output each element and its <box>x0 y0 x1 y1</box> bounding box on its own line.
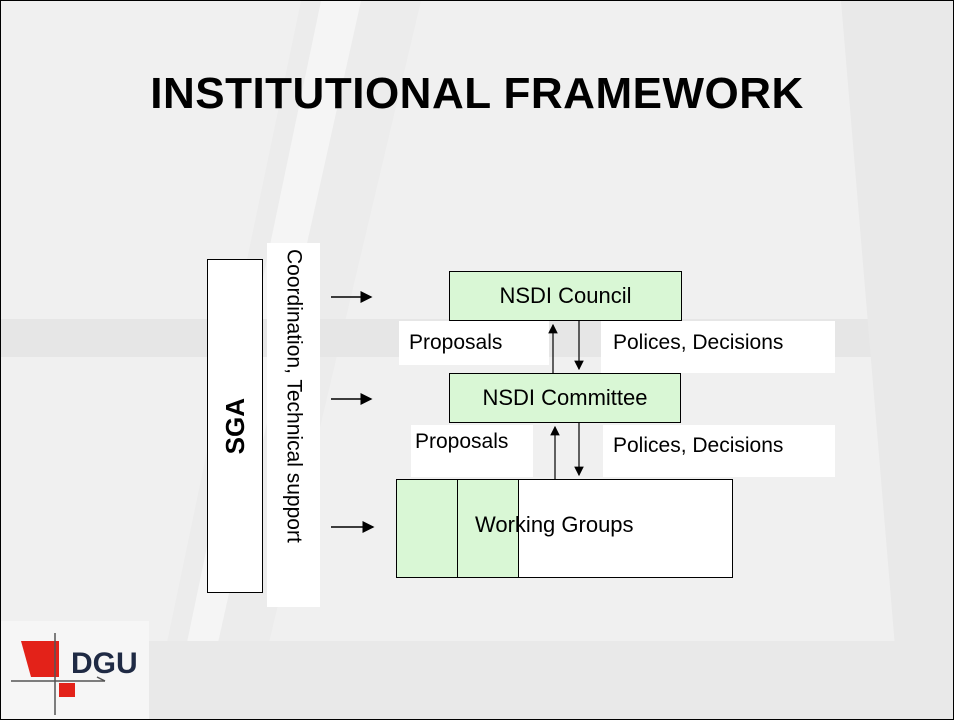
decisions-lower-label: Polices, Decisions <box>603 425 835 477</box>
dgu-logo: DGU <box>1 621 149 719</box>
working-groups-label: Working Groups <box>475 512 634 537</box>
nsdi-council-label: NSDI Council <box>499 283 632 308</box>
coordination-label: Coordination, Technical support <box>282 249 306 543</box>
nsdi-committee-label: NSDI Committee <box>482 385 648 410</box>
working-groups-box: Working Groups <box>396 479 733 578</box>
proposals-upper-label: Proposals <box>399 321 549 365</box>
dgu-logo-text: DGU <box>71 647 138 680</box>
nsdi-council-box: NSDI Council <box>449 271 682 321</box>
working-group-cell-2 <box>458 480 519 577</box>
proposals-lower-label: Proposals <box>411 425 533 477</box>
working-group-cell-1 <box>397 480 458 577</box>
dgu-logo-graphic <box>11 633 106 715</box>
sga-box: SGA <box>207 259 263 593</box>
nsdi-committee-box: NSDI Committee <box>449 373 681 423</box>
decisions-upper-label: Polices, Decisions <box>601 321 835 373</box>
sga-label: SGA <box>219 397 250 455</box>
coordination-label-box: Coordination, Technical support <box>267 243 320 607</box>
slide-title: INSTITUTIONAL FRAMEWORK <box>150 69 804 118</box>
